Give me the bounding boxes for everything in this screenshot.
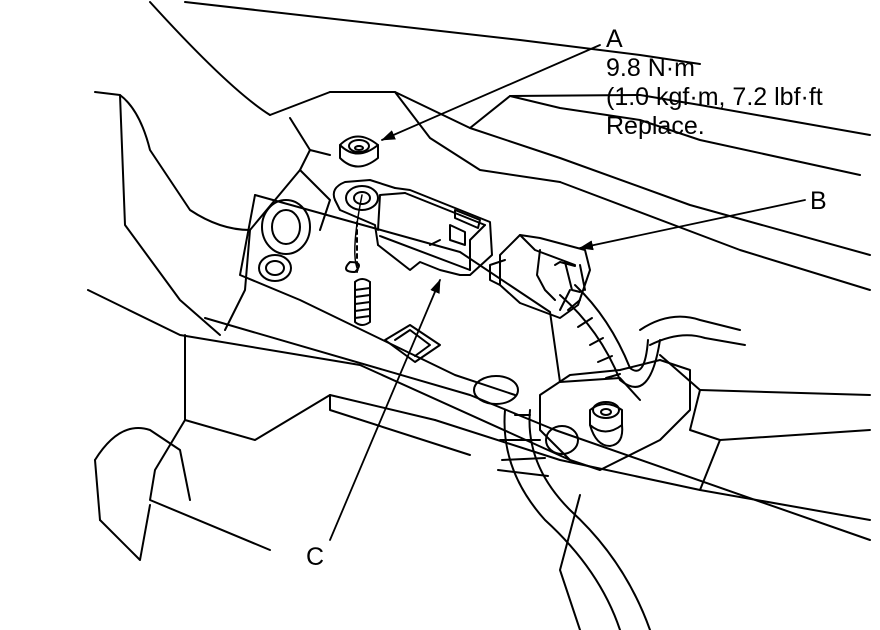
callout-a-torque-alt: (1.0 kgf·m, 7.2 lbf·ft — [606, 83, 823, 111]
connector-b — [489, 234, 591, 319]
callout-a-torque: 9.8 N·m — [606, 54, 695, 82]
callout-leaders — [329, 44, 806, 541]
leader-a — [381, 44, 601, 141]
lower-trim — [87, 289, 871, 630]
leader-c — [329, 279, 441, 541]
callout-a-note: Replace. — [606, 112, 705, 140]
right-plate — [539, 359, 691, 471]
sensor-c — [332, 179, 493, 276]
leader-b — [579, 199, 806, 251]
plate-nut — [589, 401, 624, 447]
callout-b-letter: B — [810, 187, 827, 215]
callout-a-letter: A — [606, 25, 623, 53]
callout-a: A 9.8 N·m (1.0 kgf·m, 7.2 lbf·ft Replace… — [606, 25, 823, 141]
bolt-a-nut — [339, 135, 379, 168]
body-panel — [149, 1, 871, 291]
mounting-stud — [345, 194, 371, 326]
callout-c-letter: C — [306, 543, 325, 571]
wiring-harness — [497, 284, 746, 630]
